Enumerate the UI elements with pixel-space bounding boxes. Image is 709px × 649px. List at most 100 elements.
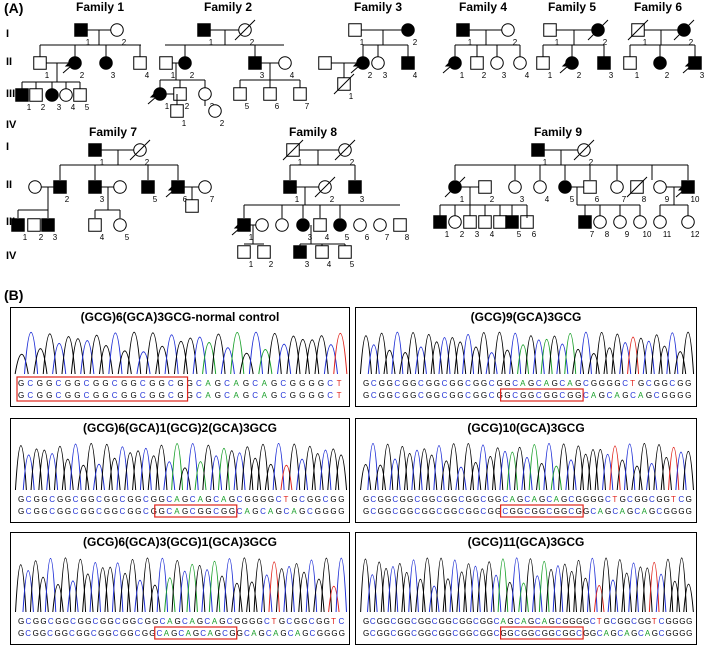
- sequence-base: G: [444, 507, 450, 516]
- female-symbol: [508, 180, 522, 194]
- individual-number: 8: [642, 195, 647, 204]
- sequence-base: A: [234, 379, 240, 388]
- sequence-base: G: [402, 391, 408, 400]
- sequence-base: C: [568, 495, 574, 504]
- chromatogram-title: (GCG)6(GCA)3(GCG)1(GCA)3GCG: [83, 535, 277, 549]
- panel-a-label: (A): [4, 0, 24, 16]
- male-symbol: [257, 245, 271, 259]
- individual-number: 1: [45, 71, 50, 80]
- trace-peak: [320, 557, 333, 613]
- individual-number: 5: [153, 195, 158, 204]
- individual-number: 1: [548, 71, 553, 80]
- sequence-base: G: [229, 495, 235, 504]
- sequence-base: T: [612, 495, 617, 504]
- sequence-base: C: [617, 629, 623, 638]
- sequence-base: G: [495, 495, 501, 504]
- sequence-base: G: [487, 617, 493, 626]
- highlight-box: [500, 504, 584, 518]
- trace-peak: [53, 446, 66, 491]
- trace-peak: [74, 559, 87, 613]
- trace-peak: [163, 461, 176, 491]
- trace-peak: [483, 561, 495, 613]
- sequence-base: G: [279, 617, 285, 626]
- sequence-base: A: [521, 617, 527, 626]
- sequence-base: G: [171, 629, 177, 638]
- sequence-base: G: [84, 629, 90, 638]
- individual-number: 2: [482, 71, 487, 80]
- individual-number: 6: [275, 102, 280, 111]
- sequence-base: G: [532, 507, 538, 516]
- sequence-base: C: [307, 507, 313, 516]
- sequence-base: C: [156, 629, 162, 638]
- trace-peak: [415, 578, 426, 613]
- trace-peak: [314, 335, 329, 375]
- female-symbol: [198, 87, 212, 101]
- sequence-base: G: [229, 507, 235, 516]
- female-symbol: [401, 23, 415, 37]
- sequence-base: G: [614, 379, 620, 388]
- trace-peak: [669, 580, 681, 613]
- sequence-base: C: [266, 629, 272, 638]
- trace-peak: [674, 351, 687, 375]
- sequence-base: G: [591, 379, 597, 388]
- male-symbol: [583, 180, 597, 194]
- sequence-base: G: [309, 391, 315, 400]
- sequence-base: G: [33, 629, 39, 638]
- trace-peak: [124, 452, 137, 491]
- trace-peak: [477, 444, 489, 491]
- female-symbol: [501, 23, 515, 37]
- sequence-base: G: [549, 617, 555, 626]
- sequence-base: G: [459, 617, 465, 626]
- sequence-base: G: [130, 379, 136, 388]
- sequence-base: G: [221, 507, 227, 516]
- trace-peak: [624, 443, 636, 491]
- trace-peak: [655, 574, 667, 613]
- gen-label-1-I: I: [6, 28, 9, 40]
- sequence-base: A: [642, 507, 648, 516]
- trace-peak: [38, 449, 51, 491]
- sequence-base: G: [363, 629, 369, 638]
- sequence-base: G: [291, 495, 297, 504]
- family-1-title: Family 1: [76, 0, 124, 14]
- trace-peak: [249, 457, 262, 491]
- sequence-base: C: [590, 617, 596, 626]
- proband-arrow: [147, 96, 157, 105]
- trace-peak: [233, 452, 246, 491]
- individual-number: 7: [210, 195, 215, 204]
- sequence-base: C: [137, 617, 143, 626]
- sequence-base: G: [377, 629, 383, 638]
- sequence-base: A: [221, 495, 227, 504]
- female-symbol: [681, 215, 695, 229]
- sequence-base: C: [264, 617, 270, 626]
- proband-arrow: [442, 65, 452, 74]
- trace-peak: [411, 450, 423, 491]
- sequence-base: G: [497, 379, 503, 388]
- trace-peak: [277, 343, 292, 375]
- sequence-base: G: [677, 391, 683, 400]
- trace-peak: [220, 347, 235, 375]
- sequence-base: C: [489, 379, 495, 388]
- sequence-base: C: [55, 391, 61, 400]
- trace-peak: [609, 445, 621, 491]
- trace-peak: [446, 337, 459, 375]
- sequence-base: C: [494, 629, 500, 638]
- sequence-base: C: [556, 617, 562, 626]
- individual-number: 2: [589, 158, 594, 167]
- sequence-base: G: [664, 495, 670, 504]
- male-symbol: [173, 87, 187, 101]
- sequence-base: G: [98, 629, 104, 638]
- individual-number: 4: [100, 233, 105, 242]
- sequence-base: G: [121, 379, 127, 388]
- trace-peak: [283, 565, 295, 613]
- sequence-base: G: [159, 379, 165, 388]
- sequence-base: G: [402, 379, 408, 388]
- trace-peak: [145, 332, 160, 375]
- sequence-base: G: [46, 379, 52, 388]
- sequence-base: C: [252, 391, 258, 400]
- sequence-base: G: [159, 495, 165, 504]
- sequence-base: A: [167, 617, 173, 626]
- trace-peak: [558, 443, 570, 491]
